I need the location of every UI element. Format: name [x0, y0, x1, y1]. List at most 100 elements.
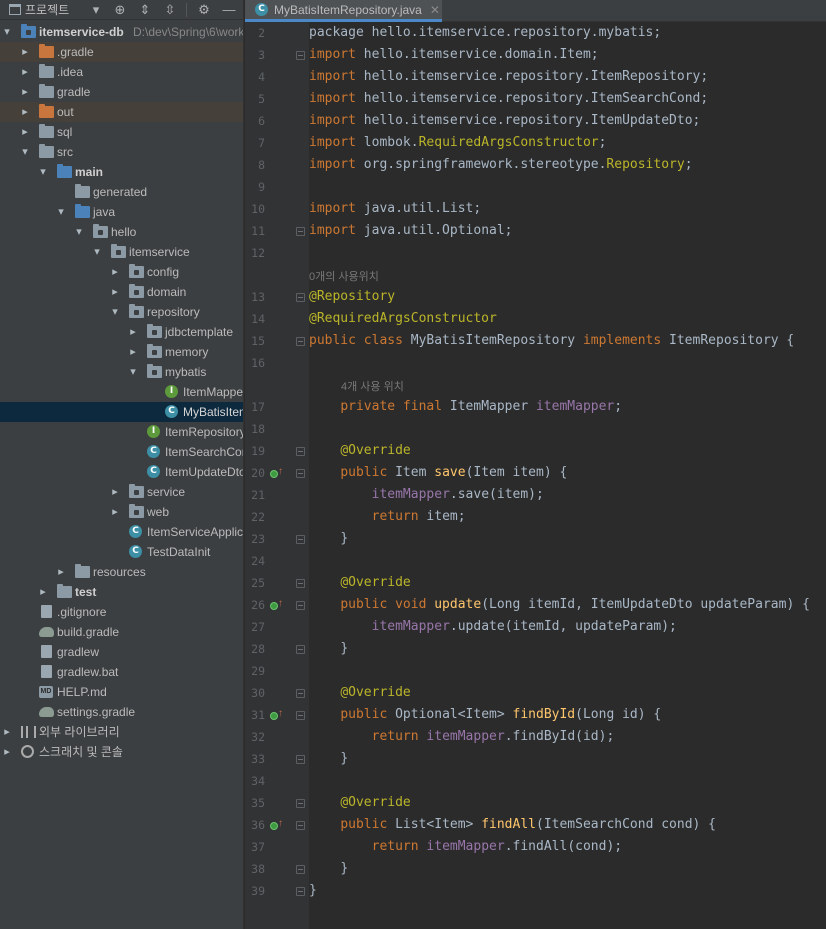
- tree-item-generated[interactable]: generated: [0, 182, 243, 202]
- tree-item-itemrepository[interactable]: I ItemRepository: [0, 422, 243, 442]
- tree-item-gradlew[interactable]: gradlew: [0, 642, 243, 662]
- tree-item-build-gradle[interactable]: build.gradle: [0, 622, 243, 642]
- tree-item-repository[interactable]: ▾ repository: [0, 302, 243, 322]
- tree-item-scratches[interactable]: ▸ 스크래치 및 콘솔: [0, 742, 243, 762]
- fold-toggle-icon[interactable]: [296, 469, 305, 478]
- fold-toggle-icon[interactable]: [296, 51, 305, 60]
- tree-item-itemserviceapplication[interactable]: C ItemServiceApplication: [0, 522, 243, 542]
- fold-toggle-icon[interactable]: [296, 887, 305, 896]
- fold-toggle-icon[interactable]: [296, 293, 305, 302]
- chevron-down-icon[interactable]: ▾: [76, 226, 82, 238]
- gear-icon[interactable]: ⚙: [198, 1, 210, 17]
- usage-hint[interactable]: 0개의 사용위치: [309, 271, 379, 283]
- override-marker-icon[interactable]: ↑: [270, 819, 284, 833]
- tree-item-java[interactable]: ▾ java: [0, 202, 243, 222]
- chevron-down-icon[interactable]: ▾: [22, 146, 28, 158]
- tree-item-test[interactable]: ▸ test: [0, 582, 243, 602]
- tree-item-testdatainit[interactable]: C TestDataInit: [0, 542, 243, 562]
- chevron-right-icon[interactable]: ▸: [22, 106, 28, 118]
- tree-item-gitignore[interactable]: .gitignore: [0, 602, 243, 622]
- fold-toggle-icon[interactable]: [296, 645, 305, 654]
- tree-item-resources[interactable]: ▸ resources: [0, 562, 243, 582]
- tree-item-out[interactable]: ▸ out: [0, 102, 243, 122]
- tab-mybatisitemrepository[interactable]: C MyBatisItemRepository.java ✕: [245, 0, 442, 22]
- line-number: 33: [251, 752, 265, 766]
- line-number: 27: [251, 620, 265, 634]
- chevron-right-icon[interactable]: ▸: [58, 566, 64, 578]
- override-marker-icon[interactable]: ↑: [270, 599, 284, 613]
- tree-item-root[interactable]: ▾ itemservice-db D:\dev\Spring\6\workspa…: [0, 22, 243, 42]
- chevron-right-icon[interactable]: ▸: [112, 286, 118, 298]
- tree-item-gradle[interactable]: ▸ gradle: [0, 82, 243, 102]
- tree-item-mybatisitemrepository[interactable]: C MyBatisItemRepository: [0, 402, 243, 422]
- fold-toggle-icon[interactable]: [296, 755, 305, 764]
- tree-item-config[interactable]: ▸ config: [0, 262, 243, 282]
- tree-item-itemsearchcond[interactable]: C ItemSearchCond: [0, 442, 243, 462]
- code-line: import hello.itemservice.domain.Item;: [309, 47, 599, 62]
- tree-item-external-libraries[interactable]: ▸ 외부 라이브러리: [0, 722, 243, 742]
- fold-toggle-icon[interactable]: [296, 821, 305, 830]
- line-number: 18: [251, 422, 265, 436]
- fold-toggle-icon[interactable]: [296, 337, 305, 346]
- chevron-down-icon[interactable]: ▾: [112, 306, 118, 318]
- fold-toggle-icon[interactable]: [296, 535, 305, 544]
- chevron-right-icon[interactable]: ▸: [112, 266, 118, 278]
- fold-toggle-icon[interactable]: [296, 447, 305, 456]
- chevron-right-icon[interactable]: ▸: [22, 46, 28, 58]
- chevron-right-icon[interactable]: ▸: [130, 346, 136, 358]
- fold-toggle-icon[interactable]: [296, 579, 305, 588]
- chevron-down-icon[interactable]: ▾: [4, 26, 10, 38]
- tree-item-itemservice[interactable]: ▾ itemservice: [0, 242, 243, 262]
- chevron-right-icon[interactable]: ▸: [112, 486, 118, 498]
- chevron-right-icon[interactable]: ▸: [4, 746, 10, 758]
- minimize-icon[interactable]: —: [222, 1, 236, 17]
- tree-item-sql[interactable]: ▸ sql: [0, 122, 243, 142]
- tree-item-jdbctemplate[interactable]: ▸ jdbctemplate: [0, 322, 243, 342]
- script-file-icon: [41, 645, 52, 658]
- tree-item-domain[interactable]: ▸ domain: [0, 282, 243, 302]
- tree-item-src[interactable]: ▾ src: [0, 142, 243, 162]
- tree-item-itemmapper[interactable]: I ItemMapper: [0, 382, 243, 402]
- tree-item-settings-gradle[interactable]: settings.gradle: [0, 702, 243, 722]
- expand-all-icon[interactable]: ⇕: [139, 1, 151, 17]
- fold-toggle-icon[interactable]: [296, 799, 305, 808]
- fold-toggle-icon[interactable]: [296, 601, 305, 610]
- chevron-down-icon[interactable]: ▾: [40, 166, 46, 178]
- tree-item-hello[interactable]: ▾ hello: [0, 222, 243, 242]
- chevron-down-icon[interactable]: ▾: [92, 1, 100, 17]
- fold-toggle-icon[interactable]: [296, 865, 305, 874]
- tree-item-help-md[interactable]: MD HELP.md: [0, 682, 243, 702]
- folder-icon: [39, 144, 54, 158]
- tree-item-service[interactable]: ▸ service: [0, 482, 243, 502]
- tree-item-gradle-dir[interactable]: ▸ .gradle: [0, 42, 243, 62]
- chevron-right-icon[interactable]: ▸: [4, 726, 10, 738]
- code-area[interactable]: package hello.itemservice.repository.myb…: [309, 22, 826, 929]
- chevron-right-icon[interactable]: ▸: [22, 66, 28, 78]
- project-view-dropdown[interactable]: 프로젝트: [0, 1, 69, 18]
- tree-item-memory[interactable]: ▸ memory: [0, 342, 243, 362]
- tree-item-itemupdatedto[interactable]: C ItemUpdateDto: [0, 462, 243, 482]
- tree-item-idea[interactable]: ▸ .idea: [0, 62, 243, 82]
- fold-toggle-icon[interactable]: [296, 711, 305, 720]
- collapse-all-icon[interactable]: ⇳: [164, 1, 176, 17]
- chevron-right-icon[interactable]: ▸: [130, 326, 136, 338]
- fold-toggle-icon[interactable]: [296, 227, 305, 236]
- chevron-down-icon[interactable]: ▾: [130, 366, 136, 378]
- override-marker-icon[interactable]: ↑: [270, 709, 284, 723]
- chevron-down-icon[interactable]: ▾: [94, 246, 100, 258]
- chevron-right-icon[interactable]: ▸: [112, 506, 118, 518]
- tree-item-web[interactable]: ▸ web: [0, 502, 243, 522]
- chevron-right-icon[interactable]: ▸: [22, 86, 28, 98]
- chevron-right-icon[interactable]: ▸: [22, 126, 28, 138]
- locate-icon[interactable]: ⊕: [114, 1, 126, 17]
- close-icon[interactable]: ✕: [429, 2, 440, 17]
- tree-item-gradlew-bat[interactable]: gradlew.bat: [0, 662, 243, 682]
- class-icon: C: [255, 3, 268, 16]
- chevron-right-icon[interactable]: ▸: [40, 586, 46, 598]
- usage-hint[interactable]: 4개 사용 위치: [341, 381, 404, 393]
- override-marker-icon[interactable]: ↑: [270, 467, 284, 481]
- fold-toggle-icon[interactable]: [296, 689, 305, 698]
- chevron-down-icon[interactable]: ▾: [58, 206, 64, 218]
- tree-item-main[interactable]: ▾ main: [0, 162, 243, 182]
- tree-item-mybatis[interactable]: ▾ mybatis: [0, 362, 243, 382]
